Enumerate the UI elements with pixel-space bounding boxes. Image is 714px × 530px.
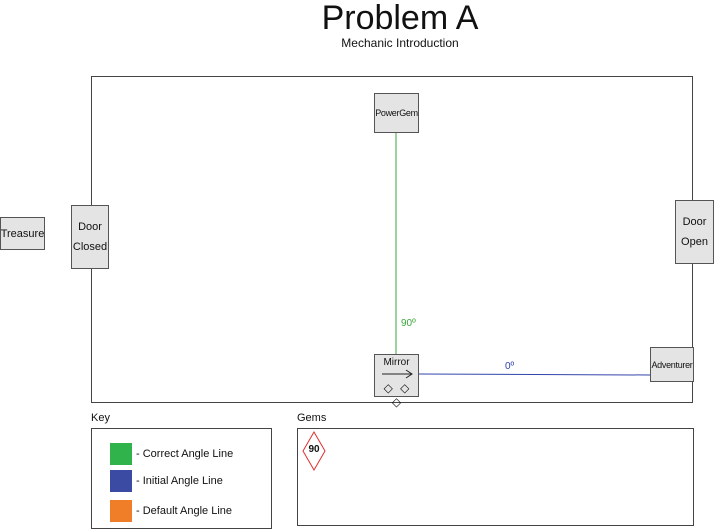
key-item-initial: - Initial Angle Line (110, 470, 223, 492)
diamond-gem-icon (302, 431, 326, 471)
key-title: Key (91, 412, 110, 424)
gems-title: Gems (297, 412, 327, 424)
key-item-default: - Default Angle Line (110, 500, 232, 522)
door-open-label-1: Door (682, 216, 707, 228)
initial-angle-label: 0º (505, 361, 515, 372)
gem-label: 90 (308, 444, 320, 455)
key-item-label: - Default Angle Line (136, 505, 233, 517)
key-item-label: - Correct Angle Line (136, 448, 234, 460)
gem-slot-icon[interactable]: ◇ (383, 381, 395, 395)
orange-swatch-icon (110, 500, 132, 522)
door-closed-label-2: Closed (72, 241, 108, 253)
gems-inventory: 90 (297, 428, 694, 526)
key-item-label: - Initial Angle Line (136, 475, 223, 487)
mirror-label: Mirror (383, 357, 410, 368)
gem-90[interactable]: 90 (302, 431, 326, 471)
page-title: Problem A (321, 0, 479, 37)
key-item-correct: - Correct Angle Line (110, 443, 233, 465)
initial-angle-line (418, 373, 651, 376)
door-closed[interactable]: Door Closed (71, 205, 109, 269)
power-gem[interactable]: PowerGem (374, 93, 419, 133)
gem-slot-icon[interactable]: ◇ (391, 395, 404, 409)
door-open-label-2: Open (681, 236, 708, 248)
correct-angle-label: 90º (401, 318, 416, 329)
gem-slot-icon[interactable]: ◇ (400, 381, 412, 395)
key-legend: - Correct Angle Line - Initial Angle Lin… (91, 428, 272, 529)
treasure-box[interactable]: Treasure (0, 217, 45, 250)
blue-swatch-icon (110, 470, 132, 492)
page-subtitle: Mechanic Introduction (341, 36, 459, 50)
adventurer[interactable]: Adventurer (650, 347, 694, 382)
right-arrow-icon (382, 369, 413, 379)
door-closed-label-1: Door (78, 221, 102, 233)
green-swatch-icon (110, 443, 132, 465)
door-open[interactable]: Door Open (675, 200, 714, 264)
mirror[interactable]: Mirror ◇ ◇ ◇ (374, 354, 419, 409)
mirror-gem-slots[interactable]: ◇ ◇ ◇ (377, 381, 418, 409)
